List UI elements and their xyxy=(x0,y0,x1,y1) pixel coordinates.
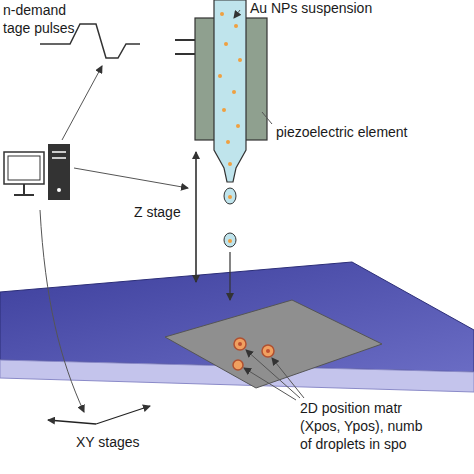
computer xyxy=(4,144,70,200)
pulse-label: tage pulses xyxy=(3,20,75,36)
piezo-label: piezoelectric element xyxy=(276,124,408,140)
control-lines xyxy=(40,10,304,412)
fluid-label: Au NPs suspension xyxy=(250,0,372,16)
position-label: 2D position matr xyxy=(300,400,402,416)
print-head xyxy=(175,0,267,300)
axis-label: XY stages xyxy=(76,434,140,450)
xy-axes xyxy=(48,406,150,424)
pulse-label: n-demand xyxy=(3,2,66,18)
position-label: (Xpos, Ypos), numb xyxy=(300,418,422,434)
axis-label: Z stage xyxy=(134,204,181,220)
xy-stage xyxy=(0,262,474,392)
position-label: of droplets in spo xyxy=(300,436,407,452)
